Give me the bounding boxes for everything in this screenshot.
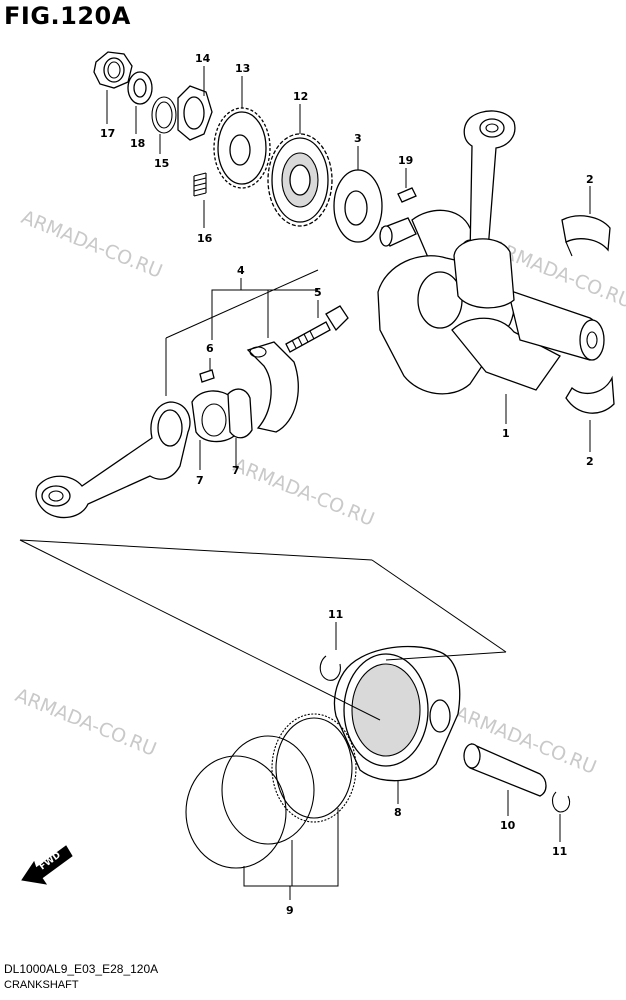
part-2-bearing-lower[interactable] xyxy=(565,375,615,414)
callout-8: 8 xyxy=(394,806,402,819)
callout-7-right: 7 xyxy=(232,464,240,477)
part-6-dowel-pin[interactable] xyxy=(199,369,215,383)
part-18-washer[interactable] xyxy=(127,71,153,105)
callout-10: 10 xyxy=(500,819,516,832)
callout-2-upper: 2 xyxy=(586,173,594,186)
callout-19: 19 xyxy=(398,154,413,167)
part-8-piston[interactable] xyxy=(333,645,461,782)
callout-11-lower: 11 xyxy=(552,845,567,858)
part-1-crankshaft[interactable] xyxy=(377,110,605,395)
part-7-bearing-right[interactable] xyxy=(227,388,253,439)
part-19-key[interactable] xyxy=(397,187,417,203)
part-13-gear[interactable] xyxy=(213,107,271,189)
watermark: ARMADA-CO.RU xyxy=(230,454,377,531)
callout-2-lower: 2 xyxy=(586,455,594,468)
part-11-circlip-lower[interactable] xyxy=(551,791,571,813)
figure-code: DL1000AL9_E03_E28_120A xyxy=(4,962,159,976)
assembly-outline xyxy=(19,269,507,721)
callout-5: 5 xyxy=(314,286,322,299)
callout-18: 18 xyxy=(130,137,145,150)
part-3-thrust-washer[interactable] xyxy=(333,169,383,243)
figure-caption: CRANKSHAFT xyxy=(4,979,79,991)
fwd-arrow-icon: FWD xyxy=(21,845,73,885)
leader-lines xyxy=(106,66,591,900)
part-9-piston-rings[interactable] xyxy=(185,713,357,869)
watermark: ARMADA-CO.RU xyxy=(18,206,165,283)
part-11-circlip-upper[interactable] xyxy=(319,655,341,681)
part-5-bolt[interactable] xyxy=(285,305,349,353)
callout-3: 3 xyxy=(354,132,362,145)
callout-17: 17 xyxy=(100,127,115,140)
part-2-bearing-upper[interactable] xyxy=(561,215,611,257)
part-15-circlip[interactable] xyxy=(151,96,177,134)
part-17-nut[interactable] xyxy=(93,51,133,89)
part-4-connecting-rod[interactable] xyxy=(35,401,191,519)
callout-1: 1 xyxy=(502,427,510,440)
callout-15: 15 xyxy=(154,157,169,170)
callout-9: 9 xyxy=(286,904,294,917)
part-10-piston-pin[interactable] xyxy=(463,743,547,797)
callout-14: 14 xyxy=(195,52,211,65)
figure-title: FIG.120A xyxy=(4,2,131,30)
part-14-lock-plate[interactable] xyxy=(177,85,213,141)
part-12-gear[interactable] xyxy=(267,133,333,227)
callout-11-upper: 11 xyxy=(328,608,343,621)
callout-12: 12 xyxy=(293,90,308,103)
watermark: ARMADA-CO.RU xyxy=(12,684,159,761)
callout-16: 16 xyxy=(197,232,213,245)
callout-13: 13 xyxy=(235,62,250,75)
part-16-spring[interactable] xyxy=(193,172,207,197)
callout-7-left: 7 xyxy=(196,474,204,487)
part-4-rod-cap[interactable] xyxy=(246,341,299,433)
callout-6: 6 xyxy=(206,342,214,355)
callout-4: 4 xyxy=(237,264,245,277)
